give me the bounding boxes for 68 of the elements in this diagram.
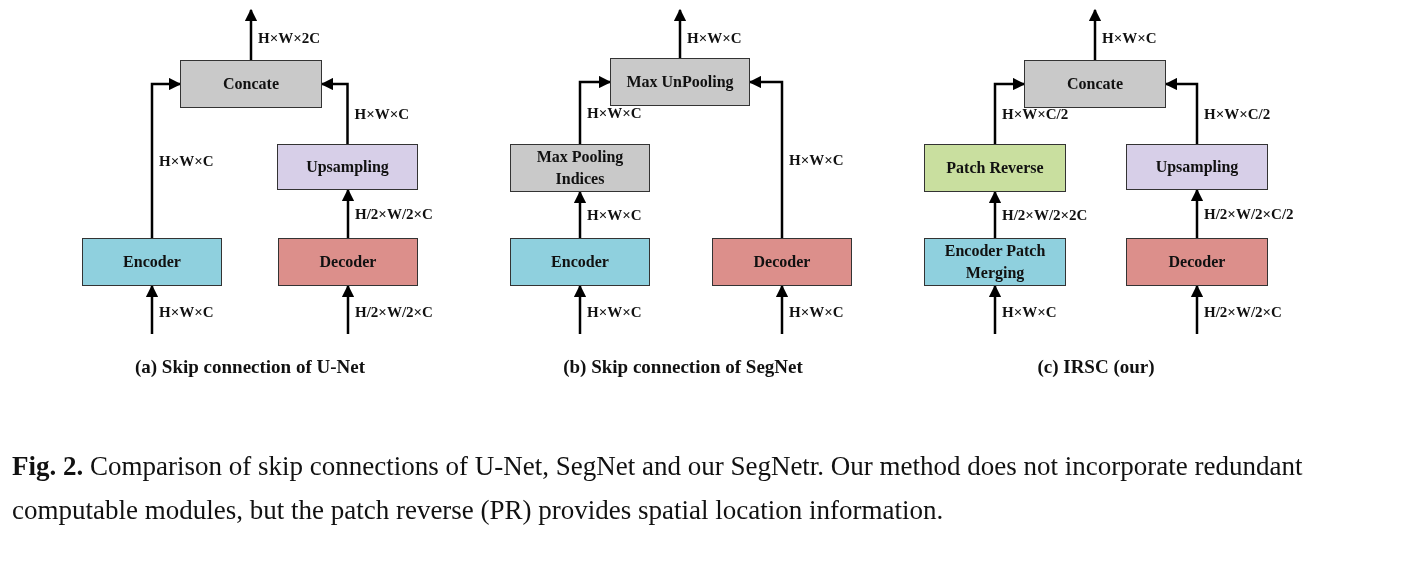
edge-label: H×W×C — [1102, 29, 1157, 47]
panel-caption: (c) IRSC (our) — [1037, 356, 1155, 378]
process-box — [278, 238, 418, 286]
arrow — [573, 190, 587, 238]
edge-label: H×W×C — [789, 151, 844, 169]
arrow — [578, 75, 612, 144]
arrow — [1190, 188, 1204, 238]
edge-label: H×W×C — [687, 29, 742, 47]
edge-label: H/2×W/2×C — [355, 303, 433, 321]
arrow — [320, 77, 349, 144]
edge-label: H×W×C/2 — [1002, 105, 1069, 123]
process-box — [510, 238, 650, 286]
box-label: Max Pooling Indices — [535, 147, 625, 189]
box-label: Max UnPooling — [626, 72, 734, 93]
edge-label: H×W×C — [587, 206, 642, 224]
process-box — [1126, 144, 1268, 190]
arrow — [1088, 8, 1102, 60]
box-label: Upsampling — [1155, 157, 1239, 178]
process-box — [82, 238, 222, 286]
panel-caption: (a) Skip connection of U-Net — [134, 356, 366, 378]
process-box — [712, 238, 852, 286]
arrow — [748, 75, 784, 238]
process-box — [610, 58, 750, 106]
edge-label: H×W×C — [1002, 303, 1057, 321]
edge-label: H×W×C — [159, 303, 214, 321]
arrow — [775, 284, 789, 334]
edge-label: H×W×C — [789, 303, 844, 321]
box-label: Concate — [1067, 74, 1123, 95]
box-label: Decoder — [753, 252, 811, 273]
arrow — [573, 284, 587, 334]
process-box — [924, 238, 1066, 286]
edge-label: H/2×W/2×2C — [1002, 206, 1088, 224]
arrow — [1190, 284, 1204, 334]
edge-label: H/2×W/2×C — [1204, 303, 1282, 321]
edge-label: H×W×C — [587, 104, 642, 122]
panel-caption: (b) Skip connection of SegNet — [563, 356, 803, 378]
edge-label: H/2×W/2×C/2 — [1204, 205, 1294, 223]
edge-label: H×W×C — [587, 303, 642, 321]
arrow — [341, 284, 355, 334]
process-box — [510, 144, 650, 192]
process-box — [924, 144, 1066, 192]
process-box — [1126, 238, 1268, 286]
box-label: Upsampling — [306, 157, 389, 178]
figure-caption: Fig. 2. Comparison of skip connections of U-Net, SegNet and our SegNetr. Our method does not incorporate redundant computable modules, but the patch reverse (PR) provides spatial location information. — [12, 450, 1304, 527]
arrow — [1164, 77, 1199, 144]
box-label: Patch Reverse — [946, 158, 1044, 179]
edge-label: H×W×C — [159, 152, 214, 170]
box-label: Decoder — [319, 252, 377, 273]
box-label: Encoder — [123, 252, 181, 273]
box-label: Encoder Patch Merging — [943, 241, 1047, 284]
arrow — [244, 8, 258, 60]
arrow — [993, 77, 1026, 144]
box-label: Concate — [223, 74, 279, 95]
box-label: Encoder — [551, 252, 609, 273]
arrow — [145, 284, 159, 334]
arrow — [988, 284, 1002, 334]
edge-label: H×W×C/2 — [1204, 105, 1271, 123]
arrow — [988, 190, 1002, 238]
arrow — [341, 188, 355, 238]
process-box — [180, 60, 322, 108]
process-box — [1024, 60, 1166, 108]
edge-label: H×W×C — [354, 105, 410, 123]
arrow — [673, 8, 687, 58]
edge-label: H/2×W/2×C — [355, 205, 433, 223]
arrow — [150, 77, 182, 238]
edge-label: H×W×2C — [258, 29, 321, 47]
box-label: Decoder — [1168, 252, 1226, 273]
process-box — [277, 144, 418, 190]
